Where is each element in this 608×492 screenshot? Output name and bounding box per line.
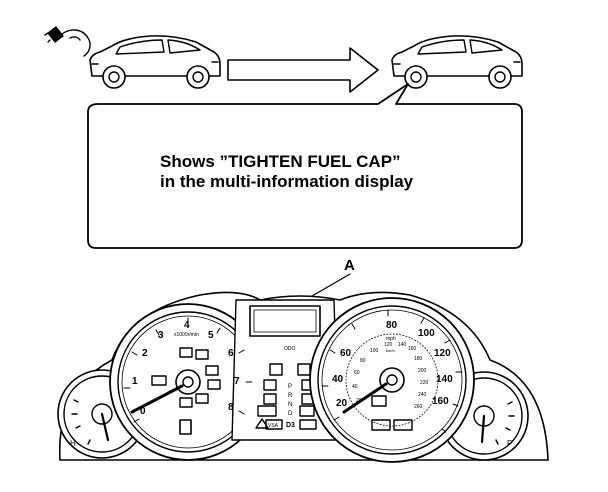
tach-tick-label: 0: [140, 406, 146, 417]
tach-tick-label: 2: [142, 348, 148, 359]
mph-tick-label: 40: [332, 374, 344, 385]
kmh-tick-label: 80: [360, 358, 366, 364]
label-a: A: [344, 257, 355, 274]
kmh-tick-label: 200: [418, 368, 427, 374]
fuel-cap-icon: [44, 26, 91, 57]
kmh-tick-label: 140: [398, 342, 407, 348]
kmh-tick-label: 240: [418, 392, 427, 398]
callout-line-2: in the multi-information display: [160, 172, 414, 191]
svg-text:H: H: [70, 439, 76, 448]
kmh-tick-label: 160: [408, 346, 417, 352]
gear-letter: D: [288, 411, 293, 417]
multi-information-display: [249, 305, 321, 337]
kmh-tick-label: 100: [370, 348, 379, 354]
speedometer-tick-marks: [321, 309, 463, 433]
kmh-tick-label: 120: [384, 342, 393, 348]
tach-tick-label: 8: [228, 402, 234, 413]
mph-tick-label: 140: [436, 374, 453, 385]
transition-arrow: [227, 47, 379, 93]
tach-unit: x1000r/min: [174, 332, 199, 338]
tach-tick-label: 3: [158, 330, 164, 341]
kmh-tick-label: 180: [414, 356, 423, 362]
car-after-icon: [391, 35, 523, 89]
kmh-tick-label: 60: [354, 370, 360, 376]
callout-line-1: Shows ”TIGHTEN FUEL CAP”: [160, 152, 401, 171]
tach-tick-label: 5: [208, 330, 214, 341]
kmh-tick-label: 20: [356, 398, 362, 404]
speed-unit-kmh: km/h: [386, 348, 395, 353]
speed-unit-mph: mph: [386, 336, 396, 342]
gear-letter: P: [288, 384, 292, 390]
mph-tick-label: 80: [386, 320, 398, 331]
kmh-tick-label: 40: [352, 384, 358, 390]
mph-tick-label: 100: [418, 328, 435, 339]
tach-tick-label: 7: [234, 376, 240, 387]
gear-letter: N: [288, 402, 292, 408]
tachometer: [109, 303, 267, 461]
speedometer: [309, 297, 475, 463]
odo-label: ODO: [284, 346, 296, 352]
instrument-cluster: H F: [57, 291, 549, 463]
tach-tick-label: 6: [228, 348, 234, 359]
center-panel: [231, 299, 339, 441]
svg-text:F: F: [507, 439, 512, 448]
car-before-icon: [89, 35, 221, 89]
vsa-label: VSA: [268, 423, 279, 429]
callout-bubble: [87, 83, 523, 249]
mph-tick-label: 60: [340, 348, 352, 359]
callout-message: Shows ”TIGHTEN FUEL CAP” in the multi-in…: [100, 152, 520, 192]
kmh-tick-label: 260: [414, 404, 423, 410]
gear-letter: D3: [286, 422, 295, 429]
kmh-tick-label: 220: [420, 380, 429, 386]
tachometer-tick-marks: [123, 317, 253, 423]
mph-tick-label: 120: [434, 348, 451, 359]
gear-letter: R: [288, 393, 293, 399]
tach-tick-label: 4: [184, 320, 190, 331]
mph-tick-label: 160: [432, 396, 449, 407]
mph-tick-label: 20: [336, 398, 348, 409]
tach-tick-label: 1: [132, 376, 138, 387]
